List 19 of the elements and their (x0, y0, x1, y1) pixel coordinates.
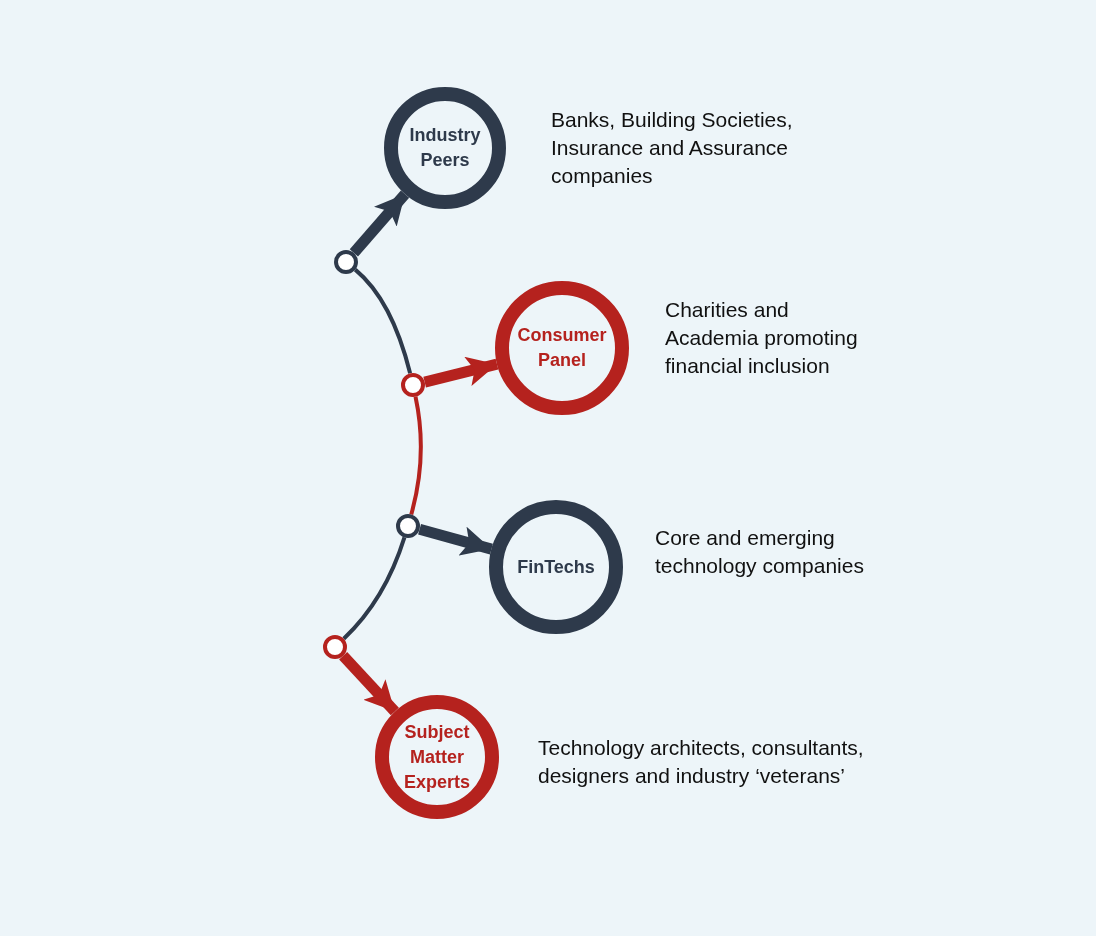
junction-dot (334, 250, 358, 274)
description-text: Banks, Building Societies, Insurance and Assurance companies (551, 107, 794, 189)
arrow (339, 652, 399, 716)
node-title: Subject Matter Experts (402, 720, 471, 794)
curved-connector (409, 396, 423, 515)
junction-dot (401, 373, 425, 397)
junction-dot (323, 635, 347, 659)
arrow (349, 190, 410, 257)
curved-connector (353, 268, 413, 374)
description-text: Charities and Academia promoting financial inclusion (665, 297, 859, 379)
curved-connector (342, 536, 407, 641)
junction-dot (396, 514, 420, 538)
arrow (418, 523, 493, 556)
node-title: Consumer Panel (516, 324, 608, 372)
node-title: Industry Peers (408, 124, 482, 172)
node-title: FinTechs (516, 555, 596, 579)
description-text: Core and emerging technology companies (655, 525, 865, 579)
arrow (423, 356, 499, 388)
description-text: Technology architects, consultants, designers and industry ‘veterans’ (538, 735, 865, 789)
